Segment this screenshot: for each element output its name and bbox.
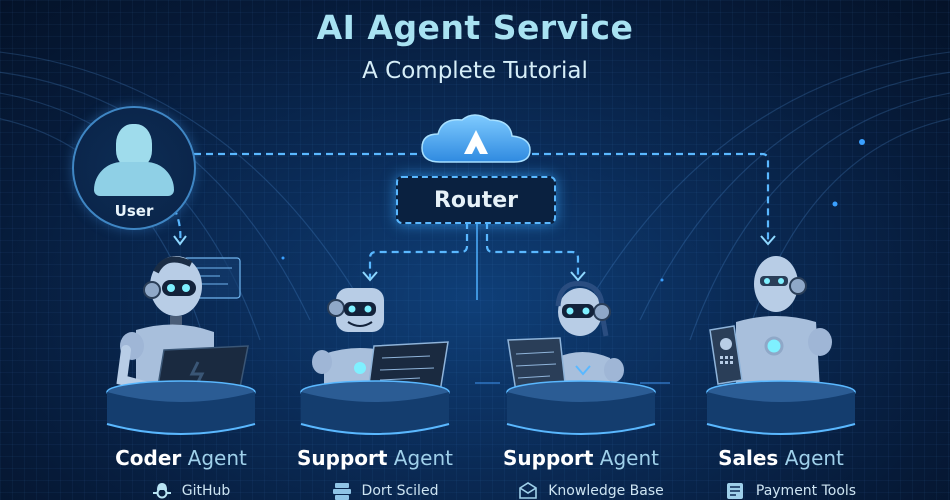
knowledge-box-icon (519, 482, 538, 499)
page-title: AI Agent Service (316, 8, 634, 47)
pedestal (706, 380, 856, 435)
support-robot-illustration (312, 288, 449, 393)
user-label: User (114, 202, 154, 220)
agent-tool[interactable]: Knowledge Base (496, 482, 686, 500)
user-node[interactable]: User (72, 106, 196, 230)
pedestal (506, 380, 656, 435)
github-icon (152, 483, 171, 499)
sales-robot-illustration (709, 256, 832, 390)
agent-name: Sales Agent (718, 446, 844, 470)
agent-tool[interactable]: GitHub (96, 482, 286, 500)
receipt-icon (726, 483, 743, 499)
agent-tool[interactable]: Dort Sciled (290, 482, 480, 500)
agent-name: Coder Agent (115, 446, 247, 470)
coder-robot-illustration (116, 256, 249, 399)
support-robot-illustration (507, 280, 624, 393)
pedestal (300, 380, 450, 435)
pedestal (106, 380, 256, 435)
agent-tool[interactable]: Payment Tools (696, 482, 886, 500)
agent-name: Support Agent (502, 446, 659, 470)
page-subtitle: A Complete Tutorial (362, 58, 588, 84)
agent-name: Support Agent (296, 446, 453, 470)
database-icon (332, 483, 351, 500)
cloud-arrow-up-icon (421, 114, 531, 163)
router-node[interactable]: Router (396, 176, 556, 224)
